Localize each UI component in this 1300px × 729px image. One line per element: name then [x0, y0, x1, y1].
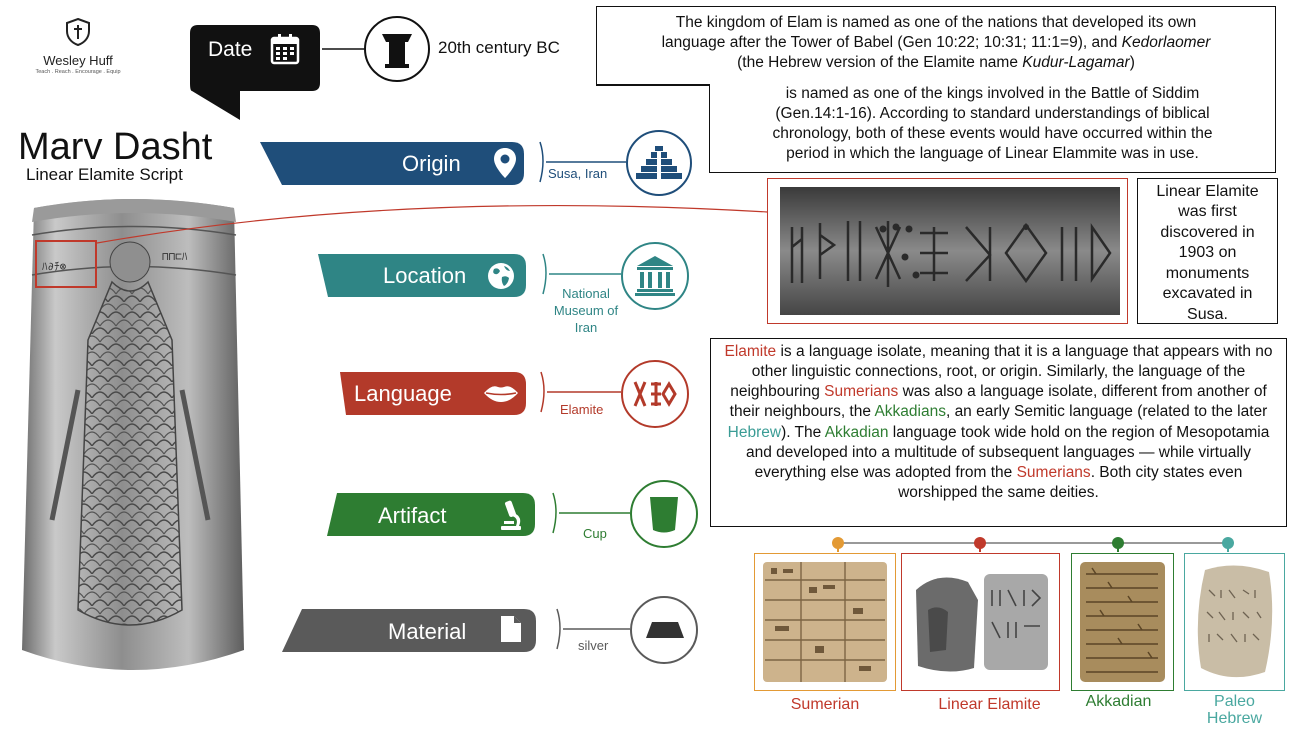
- paleo-hebrew-label-line: Paleo: [1214, 693, 1255, 710]
- cup-icon: [650, 497, 678, 533]
- text-line: was first: [1178, 203, 1237, 221]
- shield-cross-icon: [66, 17, 90, 47]
- text-line: The kingdom of Elam is named as one of t…: [675, 14, 1197, 31]
- language-label: Language: [354, 381, 452, 406]
- globe-icon: [488, 263, 514, 289]
- date-circle: [364, 16, 430, 82]
- text-line: Susa.: [1187, 305, 1228, 323]
- inscription-photo-frame: [767, 178, 1128, 324]
- logo-tagline: Teach . Reach . Encourage . Equip: [35, 69, 121, 75]
- calendar-icon: [270, 34, 300, 65]
- location-value-line: Museum of: [553, 302, 619, 318]
- location-circle: [621, 242, 689, 310]
- material-banner: [282, 609, 536, 652]
- paleo-hebrew-thumbnail: [1184, 553, 1285, 691]
- text-line: chronology, both of these events would h…: [772, 125, 1213, 143]
- plate-icon: [646, 622, 684, 638]
- discovery-text: Linear Elamite was first discovered in 1…: [1137, 178, 1278, 324]
- sumerian-label: Sumerian: [790, 696, 860, 713]
- column-capital-icon: [382, 34, 412, 68]
- language-banner: [340, 372, 526, 415]
- material-label: Material: [388, 619, 467, 644]
- text-line: discovered in: [1160, 223, 1255, 241]
- paleo-hebrew-label: Paleo Hebrew: [1184, 693, 1285, 728]
- document-icon: [501, 616, 521, 642]
- paleo-hebrew-stone-image: [1197, 565, 1273, 678]
- origin-value: Susa, Iran: [548, 166, 608, 181]
- language-isolate-text: Elamite is a language isolate, meaning t…: [710, 338, 1287, 527]
- inscription-photo: [780, 187, 1120, 315]
- text-box-edge: [596, 84, 710, 86]
- svg-text:⊓⊓⊏ﾊ: ⊓⊓⊏ﾊ: [162, 250, 188, 263]
- language-circle: [621, 360, 689, 428]
- page-title: Marv Dasht: [18, 126, 213, 168]
- akkadian-label: Akkadian: [1085, 693, 1152, 710]
- material-circle: [630, 596, 698, 664]
- map-pin-icon: [494, 148, 516, 178]
- museum-icon: [635, 256, 675, 296]
- silver-cup-image: ﾊ∂ﾁ⊗ ⊓⊓⊏ﾊ: [22, 199, 244, 670]
- linear-elamite-artifact-image: [916, 574, 1048, 672]
- text-line: 1903 on: [1178, 244, 1237, 262]
- location-label: Location: [383, 263, 467, 288]
- location-value-line: National: [562, 286, 610, 301]
- sumerian-tablet-image: [763, 562, 887, 682]
- ziggurat-icon: [636, 146, 682, 179]
- artifact-banner: [327, 493, 535, 536]
- text-line: monuments: [1165, 264, 1250, 282]
- page-subtitle: Linear Elamite Script: [26, 165, 183, 184]
- script-glyph-icon: [633, 381, 677, 407]
- location-value-line: Iran: [574, 319, 598, 335]
- date-bubble: [190, 25, 320, 120]
- svg-text:ﾊ∂ﾁ⊗: ﾊ∂ﾁ⊗: [42, 260, 66, 273]
- logo: Wesley Huff Teach . Reach . Encourage . …: [28, 17, 128, 75]
- text-line: (Gen.14:1-16). According to standard und…: [775, 105, 1210, 123]
- text-line: language after the Tower of Babel (Gen 1…: [661, 34, 1211, 52]
- language-value: Elamite: [560, 402, 604, 417]
- origin-label: Origin: [402, 151, 461, 176]
- text-line: period in which the language of Linear E…: [786, 145, 1199, 163]
- inscription-highlight: [35, 240, 97, 288]
- akkadian-thumbnail: [1071, 553, 1174, 691]
- origin-circle: [626, 130, 692, 196]
- elam-history-text: The kingdom of Elam is named as one of t…: [596, 6, 1276, 85]
- artifact-circle: [630, 480, 698, 548]
- date-label: Date: [208, 38, 253, 61]
- location-banner: [318, 254, 526, 297]
- logo-name: Wesley Huff: [43, 53, 113, 68]
- date-value: 20th century BC: [438, 38, 560, 57]
- elam-history-text-cont: is named as one of the kings involved in…: [709, 84, 1276, 173]
- akkadian-tablet-image: [1080, 562, 1165, 682]
- lips-icon: [484, 386, 518, 402]
- paleo-hebrew-label-line: Hebrew: [1206, 709, 1263, 727]
- text-line: excavated in: [1162, 285, 1253, 303]
- linear-elamite-label: Linear Elamite: [938, 696, 1041, 713]
- location-value: National Museum of Iran: [542, 286, 630, 337]
- origin-banner: [260, 142, 524, 185]
- artifact-label: Artifact: [378, 503, 447, 528]
- artifact-value: Cup: [583, 526, 607, 541]
- sumerian-thumbnail: [754, 553, 896, 691]
- material-value: silver: [578, 638, 609, 653]
- text-line: is named as one of the kings involved in…: [785, 85, 1200, 102]
- text-line: Linear Elamite: [1156, 183, 1259, 200]
- linear-elamite-thumbnail: [901, 553, 1060, 691]
- text-line: (the Hebrew version of the Elamite name …: [737, 54, 1135, 72]
- microscope-icon: [501, 500, 521, 530]
